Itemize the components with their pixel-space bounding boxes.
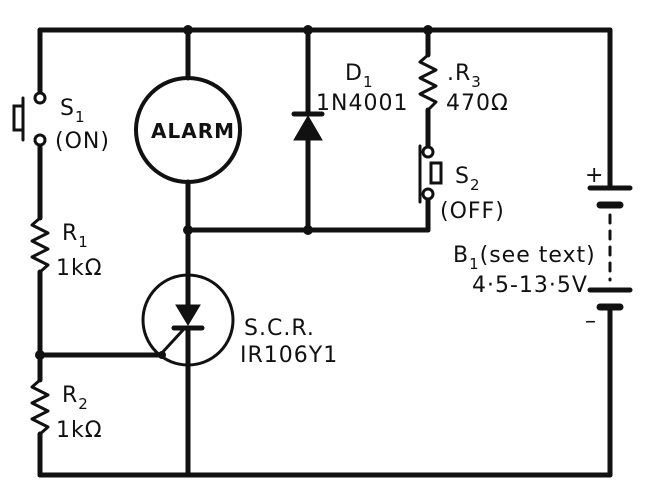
s2-ref-label: S2 bbox=[455, 164, 481, 194]
r1-ref: R bbox=[62, 221, 78, 246]
r3-ref-label: .R3 bbox=[447, 61, 482, 91]
d1-ref-label: D1 bbox=[345, 61, 374, 91]
scr-ref-label: S.C.R. bbox=[244, 316, 315, 341]
scr-triangle bbox=[175, 304, 201, 326]
r2-ref: R bbox=[62, 383, 78, 408]
s2-state-label: (OFF) bbox=[440, 199, 505, 224]
s1-ref-sub: 1 bbox=[75, 108, 86, 126]
r3-ref: .R bbox=[447, 61, 471, 86]
s2-top-contact bbox=[421, 145, 435, 159]
battery-minus-label: – bbox=[585, 309, 597, 334]
alarm-label: ALARM bbox=[151, 119, 235, 143]
r2-value-label: 1kΩ bbox=[56, 418, 103, 443]
r1-value-label: 1kΩ bbox=[56, 256, 103, 281]
scr-value-label: IR106Y1 bbox=[240, 343, 338, 368]
scr-thyristor bbox=[141, 273, 235, 368]
d1-ref-sub: 1 bbox=[363, 73, 374, 91]
switch-s2 bbox=[418, 144, 443, 204]
junction-diode-bottom bbox=[303, 225, 313, 235]
b1-ref: B bbox=[453, 243, 469, 268]
scr-gate-dot bbox=[158, 351, 166, 359]
diode-triangle bbox=[293, 115, 323, 141]
r3-value-label: 470Ω bbox=[446, 91, 509, 116]
resistor-r3 bbox=[418, 53, 438, 112]
r3-ref-sub: 3 bbox=[471, 73, 482, 91]
b1-ref-label: B1(see text) bbox=[453, 243, 596, 273]
resistor-r2 bbox=[30, 378, 50, 436]
s2-button bbox=[429, 161, 443, 185]
r1-ref-sub: 1 bbox=[78, 233, 89, 251]
battery-plus-label: + bbox=[585, 163, 604, 188]
scr-gate-lead bbox=[158, 328, 185, 357]
r2-ref-sub: 2 bbox=[78, 395, 89, 413]
diode-d1 bbox=[291, 111, 325, 141]
b1-value-label: 4·5-13·5V bbox=[472, 273, 588, 298]
s1-state-label: (ON) bbox=[55, 129, 110, 154]
s1-button bbox=[12, 104, 25, 132]
b1-note: (see text) bbox=[480, 243, 596, 268]
s1-ref-label: S1 bbox=[60, 96, 86, 126]
s1-ref: S bbox=[60, 96, 75, 121]
battery-b1 bbox=[587, 185, 633, 311]
s2-ref: S bbox=[455, 164, 470, 189]
r1-ref-label: R1 bbox=[62, 221, 89, 251]
s2-ref-sub: 2 bbox=[470, 176, 481, 194]
r2-ref-label: R2 bbox=[62, 383, 89, 413]
s1-top-contact bbox=[33, 91, 47, 105]
resistor-r1 bbox=[30, 216, 50, 274]
d1-value-label: 1N4001 bbox=[316, 91, 408, 116]
d1-ref: D bbox=[345, 61, 363, 86]
switch-s1 bbox=[12, 91, 47, 147]
b1-ref-sub: 1 bbox=[469, 255, 480, 273]
